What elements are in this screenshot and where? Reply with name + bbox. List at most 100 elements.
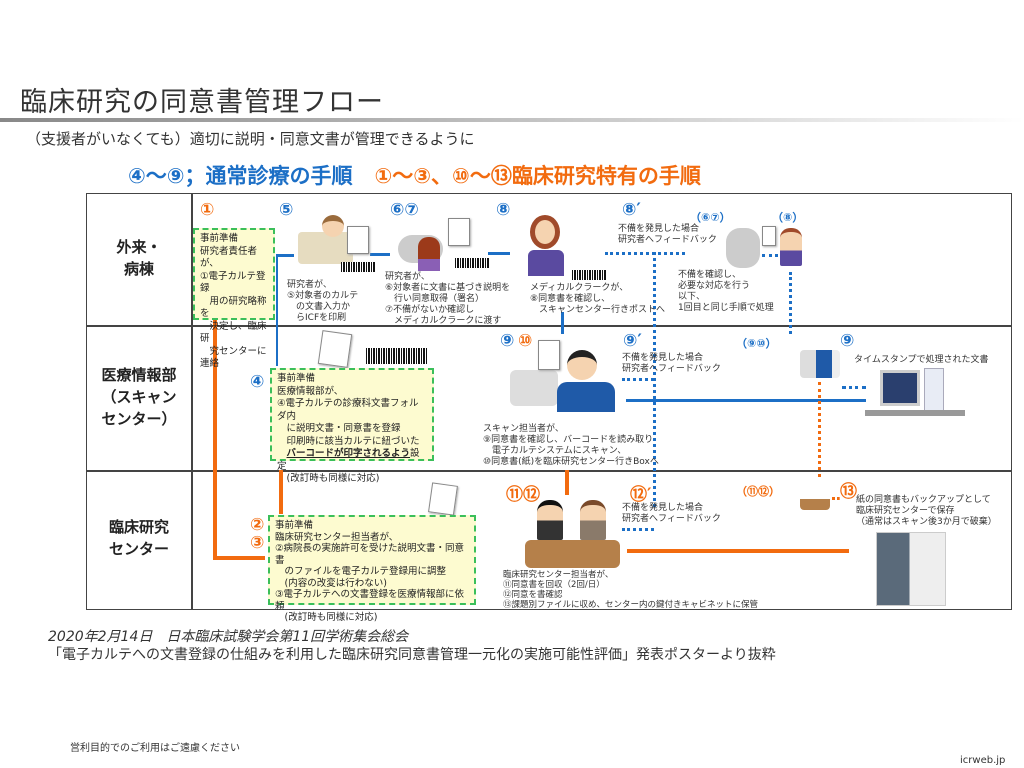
step-23-box: 事前準備 臨床研究センター担当者が、 ②病院長の実施許可を受けた説明文書・同意書… bbox=[268, 515, 476, 623]
researcher-desk-illustration bbox=[298, 232, 353, 264]
reconsultation-illustration bbox=[726, 228, 760, 268]
site-name: icrweb.jp bbox=[960, 755, 1006, 766]
row-label-research-center: 臨床研究 センター bbox=[108, 518, 169, 558]
center-staff-male bbox=[537, 500, 563, 540]
step-9p-number: ⑨′ bbox=[623, 331, 642, 351]
step-8p-note: 不備を発見した場合 研究者へフィードバック bbox=[618, 224, 717, 245]
step-13-note: 紙の同意書もバックアップとして 臨床研究センターで保存 （通常はスキャン後3か月… bbox=[856, 495, 997, 527]
doctor-face bbox=[322, 215, 344, 237]
barcode-icon bbox=[455, 258, 489, 268]
step-9p-note: 不備を発見した場合 研究者へフィードバック bbox=[622, 353, 721, 374]
subtitle: （支援者がいなくても）適切に説明・同意文書が管理できるように bbox=[26, 130, 475, 148]
step-8-note: メディカルクラークが、 ⑧同意書を確認し、 スキャンセンター行きポストへ bbox=[530, 283, 666, 315]
step-1112-note: 臨床研究センター担当者が、 ⑪同意書を回収（2回/日） ⑫同意を書確認 ⑬課題別… bbox=[503, 570, 759, 610]
step-12p-number: ⑫′ bbox=[630, 485, 652, 505]
step-9c-number: ⑨ bbox=[840, 331, 855, 351]
step-4-box: 事前準備 医療情報部が、 ④電子カルテの診療科文書フォルダ内 に説明文書・同意書… bbox=[270, 368, 434, 484]
barcode-icon bbox=[366, 348, 428, 364]
arrow-to-step13 bbox=[832, 497, 840, 500]
step-1112-number: ⑪⑫ bbox=[506, 485, 540, 505]
scanner-illustration bbox=[510, 370, 558, 406]
flow-diagram: 外来・ 病棟 医療情報部 （スキャン センター） 臨床研究 センター bbox=[86, 193, 1012, 610]
barcode-icon bbox=[341, 262, 375, 272]
medical-clerk-figure bbox=[530, 215, 560, 249]
feedback-vertical-line bbox=[653, 252, 656, 507]
usage-note: 営利目的でのご利用はご遠慮ください bbox=[70, 743, 240, 754]
step-67b-note: 不備を確認し、 必要な対応を行う 以下、 1回目と同じ手順で処理 bbox=[678, 270, 774, 313]
step-1-box: 事前準備 研究者責任者が、 ①電子カルテ登録 用の研究略称を 決定し、臨床研 究… bbox=[193, 228, 275, 369]
step-9-number: ⑨ bbox=[500, 331, 515, 351]
step-67-note: 研究者が、 ⑥対象者に文書に基づき説明を 行い同意取得（署名） ⑦不備がないか確… bbox=[385, 272, 511, 326]
scan-staff-body bbox=[557, 382, 615, 412]
consent-doc-icon bbox=[762, 226, 776, 246]
pc-tower-icon bbox=[924, 368, 944, 412]
headline-specific-nums: ①〜③、⑩〜⑬ bbox=[374, 164, 512, 188]
feedback-arrow-to-clerk bbox=[762, 254, 778, 257]
arrow-to-center bbox=[565, 470, 569, 495]
step-2-number: ② bbox=[250, 515, 265, 535]
scan-staff-small bbox=[800, 350, 840, 378]
feedback-line bbox=[622, 378, 654, 381]
consent-doc-icon bbox=[538, 340, 560, 370]
headline: ④〜⑨；通常診療の手順 ①〜③、⑩〜⑬臨床研究特有の手順 bbox=[128, 160, 701, 190]
step-910-note: スキャン担当者が、 ⑨同意書を確認し、バーコードを読み取り 電子カルテシステムに… bbox=[483, 424, 659, 467]
headline-normal: ④〜⑨；通常診療の手順 bbox=[128, 164, 353, 188]
center-staff-female bbox=[580, 500, 606, 540]
arrow-to-scan bbox=[561, 312, 564, 334]
arrow-to-ehr bbox=[626, 399, 866, 402]
locked-cabinet-icon bbox=[876, 532, 946, 606]
step-67b-number: （⑥⑦） bbox=[690, 211, 731, 224]
orange-flow-line bbox=[213, 318, 217, 558]
step-4-text-end: 設定 (改訂時も同様に対応) bbox=[277, 448, 420, 484]
step-8b-number: （⑧） bbox=[772, 211, 804, 224]
feedback-line bbox=[622, 528, 654, 531]
step-5-note: 研究者が、 ⑤対象者のカルテ の文書入力か らICFを印刷 bbox=[287, 280, 359, 323]
arrow-to-step5 bbox=[276, 254, 294, 257]
orange-dotted-down bbox=[818, 382, 821, 477]
ehr-monitor-icon bbox=[880, 370, 920, 406]
step-4-bold-text: バーコードが印字されるよう bbox=[286, 448, 411, 459]
desk-icon bbox=[865, 410, 965, 416]
consent-doc-icon bbox=[448, 218, 470, 246]
row-label-outpatient: 外来・ 病棟 bbox=[116, 238, 162, 278]
step-4-text: 事前準備 医療情報部が、 ④電子カルテの診療科文書フォルダ内 に説明文書・同意書… bbox=[277, 373, 420, 447]
arrow-to-step8 bbox=[488, 252, 510, 255]
consent-doc-icon bbox=[317, 330, 353, 368]
arrow-to-ehr-dotted bbox=[842, 386, 866, 389]
row-label-medical-info: 医療情報部 （スキャン センター） bbox=[101, 366, 177, 428]
step-67-number: ⑥⑦ bbox=[390, 200, 419, 220]
step-10-number: ⑩ bbox=[518, 331, 533, 351]
center-staff-desk bbox=[525, 540, 620, 568]
barcode-icon bbox=[572, 270, 606, 280]
step-5-number: ⑤ bbox=[279, 200, 294, 220]
feedback-arrow bbox=[605, 252, 685, 255]
row-divider bbox=[87, 470, 1011, 472]
step-9c-note: タイムスタンプで処理された文書 bbox=[854, 355, 989, 365]
scan-staff-face bbox=[567, 350, 597, 380]
arrow-up-to-step4 bbox=[279, 470, 283, 514]
label-column-divider bbox=[191, 194, 193, 609]
arrow-to-cabinet bbox=[627, 549, 849, 553]
title-divider bbox=[0, 118, 1024, 122]
arrow-to-step23 bbox=[213, 556, 265, 560]
consent-doc-icon bbox=[428, 482, 458, 516]
step-12p-note: 不備を発見した場合 研究者へフィードバック bbox=[622, 503, 721, 524]
headline-specific-text: 臨床研究特有の手順 bbox=[511, 164, 701, 188]
page-title: 臨床研究の同意書管理フロー bbox=[20, 87, 384, 118]
step-13-number: ⑬ bbox=[840, 482, 857, 502]
consent-doc-icon bbox=[347, 226, 369, 254]
step-3-number: ③ bbox=[250, 533, 265, 553]
arrow-line bbox=[276, 254, 278, 366]
feedback-down-line bbox=[789, 272, 792, 334]
step-1-number: ① bbox=[200, 200, 215, 220]
step-8p-number: ⑧′ bbox=[622, 200, 641, 220]
center-staff-small bbox=[800, 482, 830, 510]
medical-clerk-small bbox=[780, 228, 802, 266]
patient-figure bbox=[418, 237, 440, 271]
step-1112b-number: （⑪⑫） bbox=[736, 485, 780, 498]
clerk-body bbox=[528, 250, 564, 276]
row-divider bbox=[87, 325, 1011, 327]
presentation-date: 2020年2月14日 日本臨床試験学会第11回学術集会総会 bbox=[48, 629, 409, 645]
arrow-to-step67 bbox=[370, 253, 390, 256]
step-4-number: ④ bbox=[250, 372, 265, 392]
